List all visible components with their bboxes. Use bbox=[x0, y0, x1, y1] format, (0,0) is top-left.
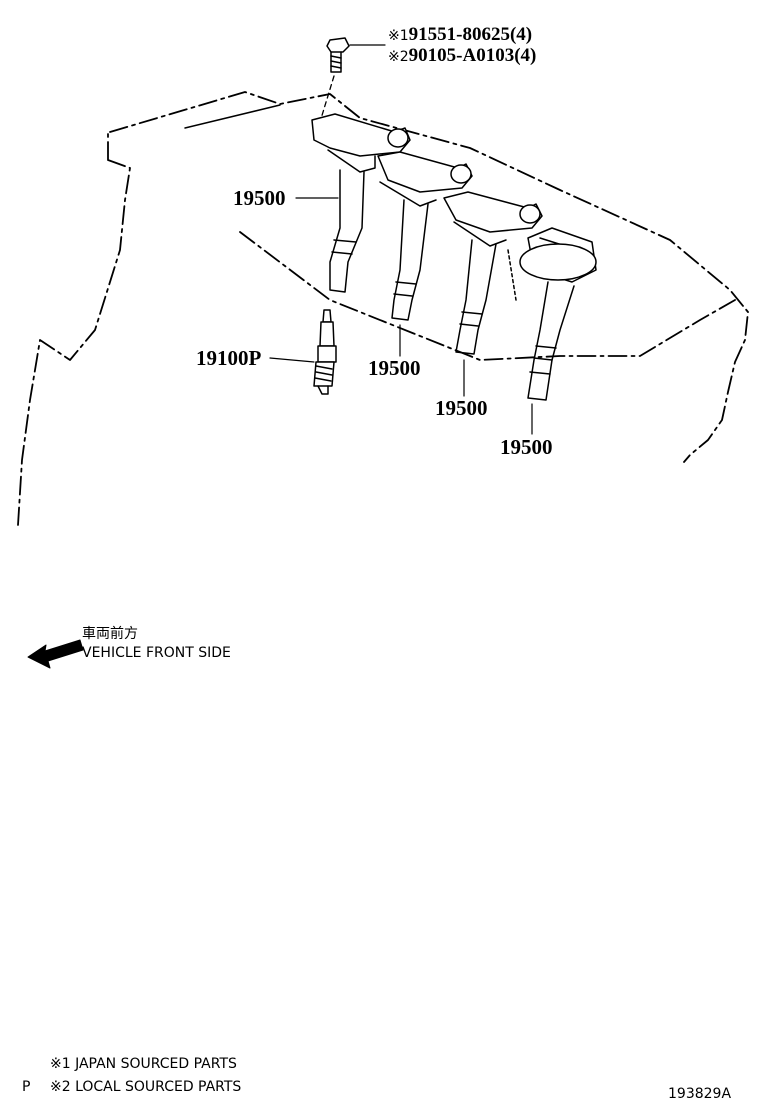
footnote-local-sourced: ※2 LOCAL SOURCED PARTS bbox=[50, 1079, 242, 1095]
ignition-coil-callout-2[interactable]: 19500 bbox=[368, 356, 421, 380]
bolt-part-local-number: 90105-A0103(4) bbox=[408, 45, 537, 66]
ignition-coil-2-drawing bbox=[377, 151, 473, 321]
local-source-marker: ※2 bbox=[388, 49, 409, 65]
ignition-coil-callout-3[interactable]: 19500 bbox=[435, 396, 488, 420]
spark-plug-callout[interactable]: 19100P bbox=[196, 346, 262, 370]
vehicle-front-japanese: 車両前方 bbox=[82, 626, 138, 642]
vehicle-front-english: VEHICLE FRONT SIDE bbox=[82, 645, 231, 661]
bolt-part-japan-number: 91551-80625(4) bbox=[408, 24, 533, 45]
spark-plug-drawing bbox=[313, 309, 337, 395]
ignition-coil-3-drawing bbox=[443, 191, 543, 355]
engine-head-outline bbox=[17, 91, 749, 526]
engine-head-ridge bbox=[184, 104, 281, 129]
ignition-coil-callout-1[interactable]: 19500 bbox=[233, 186, 286, 210]
footnote-prefix: P bbox=[22, 1079, 31, 1095]
footnote-japan-sourced: ※1 JAPAN SOURCED PARTS bbox=[50, 1056, 237, 1072]
mounting-bolt bbox=[319, 37, 386, 123]
callout-leaders bbox=[269, 197, 533, 435]
ignition-coil-callout-4[interactable]: 19500 bbox=[500, 435, 553, 459]
bolt-part-local[interactable]: ※290105-A0103(4) bbox=[388, 46, 536, 65]
front-direction-arrow bbox=[27, 639, 84, 669]
ignition-coil-4-drawing bbox=[519, 227, 597, 401]
ignition-coil-1-drawing bbox=[311, 113, 411, 293]
illustration-id: 193829A bbox=[668, 1086, 732, 1102]
japan-source-marker: ※1 bbox=[388, 28, 409, 44]
bolt-part-japan[interactable]: ※191551-80625(4) bbox=[388, 25, 532, 44]
